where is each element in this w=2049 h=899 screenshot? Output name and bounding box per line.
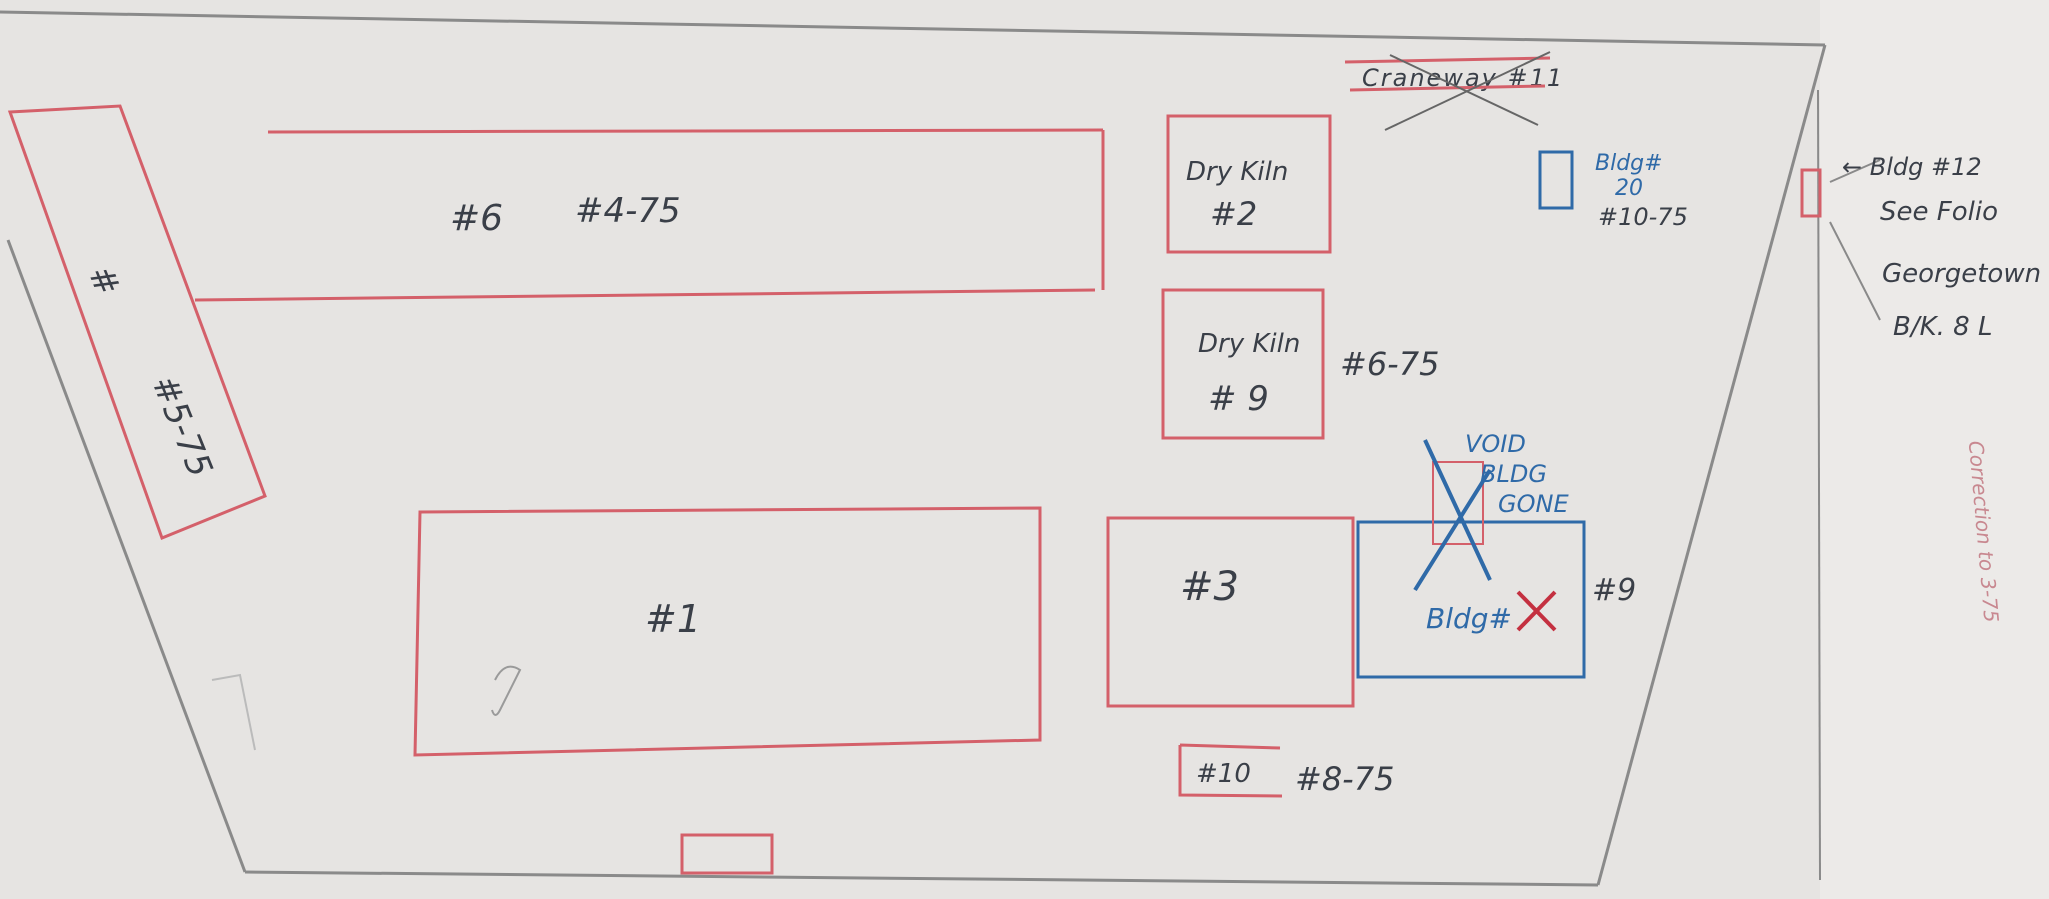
svg-text:Bldg#: Bldg# (1426, 602, 1512, 635)
svg-text:#8-75: #8-75 (1295, 760, 1394, 798)
building-3: #3 (1106, 516, 1355, 708)
building-10: #10 #8-75 (1178, 743, 1394, 798)
building-20: Bldg# 20 #10-75 (1538, 150, 1688, 231)
svg-text:#9: #9 (1592, 573, 1636, 608)
svg-text:#2: #2 (1210, 195, 1257, 233)
svg-text:← Bldg #12: ← Bldg #12 (1842, 153, 1982, 181)
building-6-label: #6 (450, 198, 503, 239)
svg-text:BLDG: BLDG (1480, 460, 1547, 488)
svg-text:VOID: VOID (1465, 430, 1526, 458)
svg-text:Dry Kiln: Dry Kiln (1186, 157, 1288, 187)
svg-text:20: 20 (1615, 176, 1643, 201)
svg-text:See Folio: See Folio (1880, 197, 1998, 227)
svg-text:# 9: # 9 (1208, 379, 1269, 419)
building-6-date: #4-75 (575, 191, 681, 231)
svg-text:B/K. 8 L: B/K. 8 L (1893, 312, 1992, 342)
dry-kiln-2: Dry Kiln #2 (1166, 114, 1332, 254)
property-boundary (0, 10, 1827, 887)
svg-text:Dry Kiln: Dry Kiln (1198, 329, 1300, 359)
paper-shade-right (1820, 0, 2049, 899)
building-6 (194, 128, 1105, 302)
building-1: #1 (413, 506, 1042, 757)
dry-kiln-9-date: #6-75 (1340, 345, 1439, 383)
svg-text:#1: #1 (645, 597, 701, 641)
svg-text:GONE: GONE (1498, 490, 1569, 518)
svg-text:#10: #10 (1196, 759, 1251, 789)
craneway-crossed-out: Craneway #11 (1344, 51, 1562, 131)
void-building: VOID BLDG GONE Bldg# #9 (1356, 430, 1636, 679)
faint-mark (211, 673, 256, 751)
svg-text:Georgetown: Georgetown (1882, 259, 2041, 289)
svg-text:#10-75: #10-75 (1598, 203, 1688, 231)
small-building-bottom (680, 833, 774, 875)
svg-text:Bldg#: Bldg# (1595, 151, 1663, 176)
building-12-note: ← Bldg #12 See Folio Georgetown B/K. 8 L (1800, 153, 2041, 342)
dry-kiln-9: Dry Kiln # 9 (1161, 288, 1325, 440)
svg-text:#3: #3 (1180, 564, 1239, 610)
